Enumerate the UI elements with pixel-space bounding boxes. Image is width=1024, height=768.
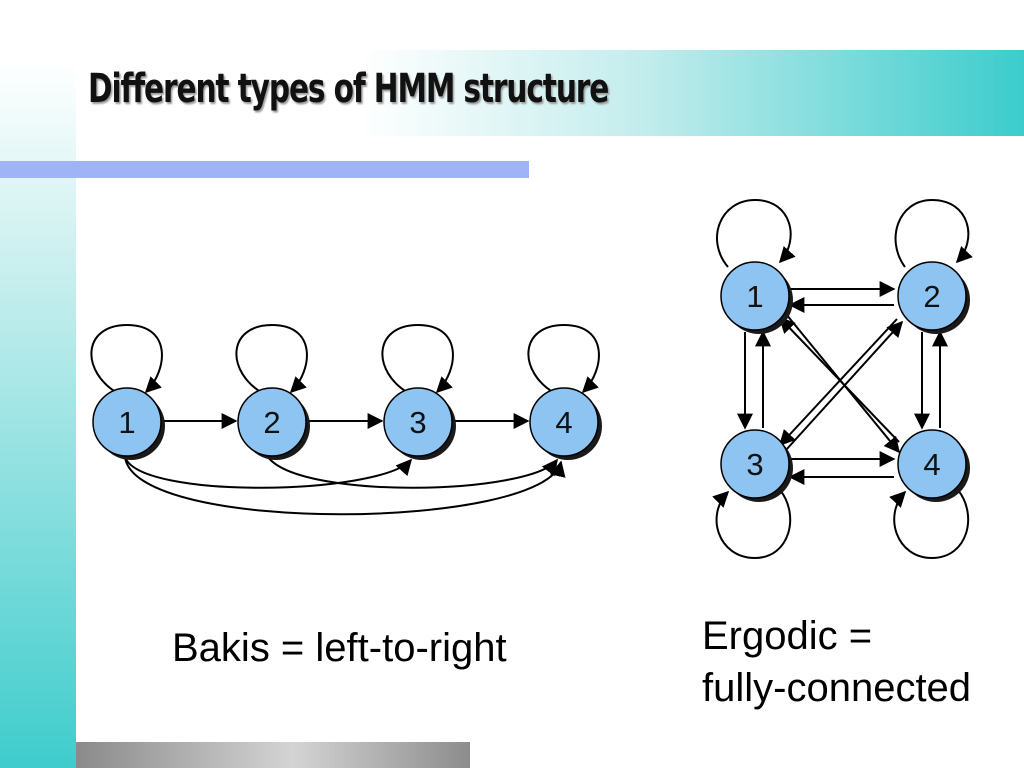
bakis-self-loop-2 [235,323,308,395]
ergodic-node-label-1: 1 [746,279,763,314]
ergodic-node-label-2: 2 [923,279,940,314]
bakis-caption: Bakis = left-to-right [172,626,507,670]
bakis-edge-1-4 [124,456,566,516]
ergodic-node-label-4: 4 [923,447,940,482]
bakis-node-label-2: 2 [263,405,280,440]
bakis-self-loop-4 [527,323,600,395]
ergodic-node-1: 1 [720,261,793,334]
ergodic-node-2: 2 [897,261,970,334]
slide-title: Different types of HMM structure [88,66,609,112]
bakis-node-label-3: 3 [409,405,426,440]
ergodic-self-loop-4 [889,489,970,560]
bakis-node-4: 4 [529,387,602,460]
ergodic-node-4: 4 [897,429,970,502]
ergodic-edge-3-2 [785,320,904,451]
bottom-bar [76,742,470,768]
left-gradient-strip [0,0,76,768]
accent-bar [0,161,529,178]
ergodic-self-loop-2 [894,198,973,268]
bakis-node-1: 1 [92,387,165,460]
bakis-node-2: 2 [237,387,310,460]
ergodic-node-3: 3 [720,429,793,502]
ergodic-self-loop-1 [716,198,796,268]
ergodic-caption: Ergodic = fully-connected [702,610,971,714]
ergodic-caption-line-2: fully-connected [702,666,972,710]
title-gradient-band [76,50,1024,136]
bakis-node-label-1: 1 [118,405,135,440]
bakis-self-loop-1 [90,323,163,395]
bakis-edge-2-4 [267,456,558,489]
bakis-node-label-4: 4 [555,405,572,440]
bakis-node-3: 3 [383,387,456,460]
ergodic-self-loop-3 [712,489,792,560]
bakis-diagram: 1 2 3 4 [90,323,602,516]
bakis-edge-1-3 [124,456,413,489]
ergodic-diagram: 1 2 3 4 [712,198,973,560]
ergodic-node-label-3: 3 [746,447,763,482]
ergodic-caption-line-1: Ergodic = [702,614,873,658]
ergodic-edge-2-3 [778,318,898,447]
bakis-self-loop-3 [381,323,454,395]
